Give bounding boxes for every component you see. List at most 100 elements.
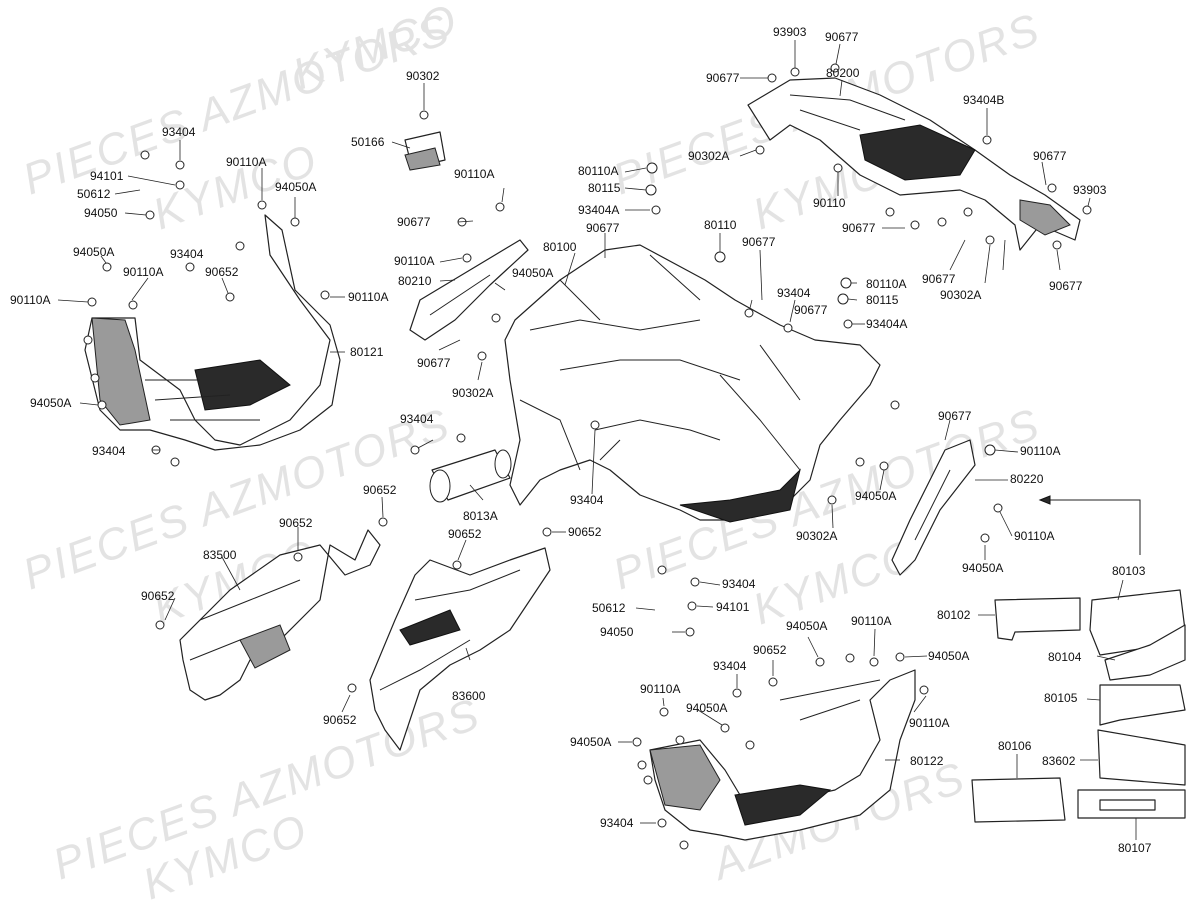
side-cover-80210 [409, 239, 529, 341]
part-label: 93404 [600, 816, 634, 830]
detail-arrow-head [1038, 495, 1051, 505]
part-label: 80115 [588, 181, 621, 195]
watermark: KYMCO [287, 0, 465, 99]
part-label: 8013A [463, 509, 498, 523]
rear-fender-80200 [747, 77, 1081, 251]
part-label: 90677 [938, 409, 972, 423]
part-label: 90110A [348, 290, 388, 304]
part-label: 90677 [825, 30, 859, 44]
part-label: 80104 [1048, 650, 1082, 664]
part-label: 93404 [570, 493, 604, 507]
part-label: 94050A [855, 489, 896, 503]
footrest-80122 [649, 669, 916, 841]
part-label: 90302A [796, 529, 837, 543]
part-label: 90302A [688, 149, 729, 163]
part-label: 90302A [940, 288, 981, 302]
part-label: 90110A [394, 254, 434, 268]
part-label: 80220 [1010, 472, 1044, 486]
part-label: 93404 [713, 659, 747, 673]
part-label: 80121 [350, 345, 384, 359]
part-label: 94050A [928, 649, 969, 663]
part-label: 90110A [1020, 444, 1060, 458]
part-label: 90110A [640, 682, 680, 696]
part-label: 90110A [909, 716, 949, 730]
part-label: 93903 [773, 25, 807, 39]
side-cover-80220 [891, 439, 976, 576]
part-label: 90677 [842, 221, 876, 235]
part-label: 80105 [1044, 691, 1078, 705]
part-label: 83500 [203, 548, 237, 562]
part-label: 90110 [813, 196, 846, 210]
leader-lines [57, 40, 1137, 840]
part-label: 90110A [226, 155, 266, 169]
part-label: 90302A [452, 386, 493, 400]
part-label: 90677 [706, 71, 740, 85]
part-label: 90677 [922, 272, 956, 286]
part-label: 94101 [716, 600, 750, 614]
part-label: 90652 [753, 643, 787, 657]
part-label: 93404B [963, 93, 1004, 107]
cylinder-8013A [429, 449, 512, 503]
part-label: 90677 [586, 221, 620, 235]
part-label: 80200 [826, 66, 860, 80]
pad-80105 [1099, 684, 1186, 726]
part-label: 94050A [512, 266, 553, 280]
part-label: 94050A [73, 245, 114, 259]
footrest-80121 [84, 214, 341, 451]
part-label: 93404A [866, 317, 907, 331]
part-label: 80122 [910, 754, 944, 768]
part-label: 80110A [578, 164, 618, 178]
pad-83602 [1097, 729, 1186, 786]
part-label: 93903 [1073, 183, 1107, 197]
part-label: 94050A [30, 396, 71, 410]
part-label: 80110 [704, 218, 737, 232]
part-label: 93404 [722, 577, 756, 591]
fasteners [83, 63, 1092, 850]
part-label: 90677 [1033, 149, 1067, 163]
pad-80104 [1104, 624, 1186, 681]
part-label: 80106 [998, 739, 1032, 753]
main-body-80100 [504, 244, 881, 523]
part-label: 90652 [323, 713, 357, 727]
part-label: 90110A [123, 265, 163, 279]
part-label: 93404 [170, 247, 204, 261]
watermark: KYMCO [747, 530, 925, 635]
part-label: 93404 [162, 125, 196, 139]
part-label: 90110A [10, 293, 50, 307]
part-label: 80100 [543, 240, 577, 254]
part-label: 50166 [351, 135, 385, 149]
part-label: 94050A [962, 561, 1003, 575]
part-label: 80103 [1112, 564, 1146, 578]
part-label: 94050A [686, 701, 727, 715]
part-label: 80115 [866, 293, 899, 307]
side-cover-83600 [369, 547, 551, 751]
part-label: 90652 [205, 265, 239, 279]
part-label: 83600 [452, 689, 486, 703]
part-label: 83602 [1042, 754, 1076, 768]
part-label: 90677 [794, 303, 828, 317]
part-label: 90110A [851, 614, 891, 628]
part-label: 80107 [1118, 841, 1152, 855]
pad-80107 [1077, 789, 1186, 819]
part-label: 90677 [397, 215, 431, 229]
pad-80102 [994, 597, 1081, 641]
part-label: 94101 [90, 169, 124, 183]
part-label: 80102 [937, 608, 971, 622]
part-label: 50612 [592, 601, 626, 615]
part-label: 94050A [786, 619, 827, 633]
part-labels: 93903 90677 90677 80200 93404B 90302A 90… [10, 25, 1152, 855]
part-label: 93404 [777, 286, 811, 300]
part-label: 94050 [600, 625, 634, 639]
part-label: 90652 [141, 589, 175, 603]
part-label: 90677 [417, 356, 451, 370]
part-label: 90677 [742, 235, 776, 249]
bracket-50166 [404, 131, 446, 171]
part-label: 90652 [279, 516, 313, 530]
part-label: 94050 [84, 206, 118, 220]
part-label: 90302 [406, 69, 440, 83]
part-label: 90110A [454, 167, 494, 181]
part-label: 90652 [363, 483, 397, 497]
pad-80106 [971, 777, 1066, 823]
part-label: 90677 [1049, 279, 1083, 293]
